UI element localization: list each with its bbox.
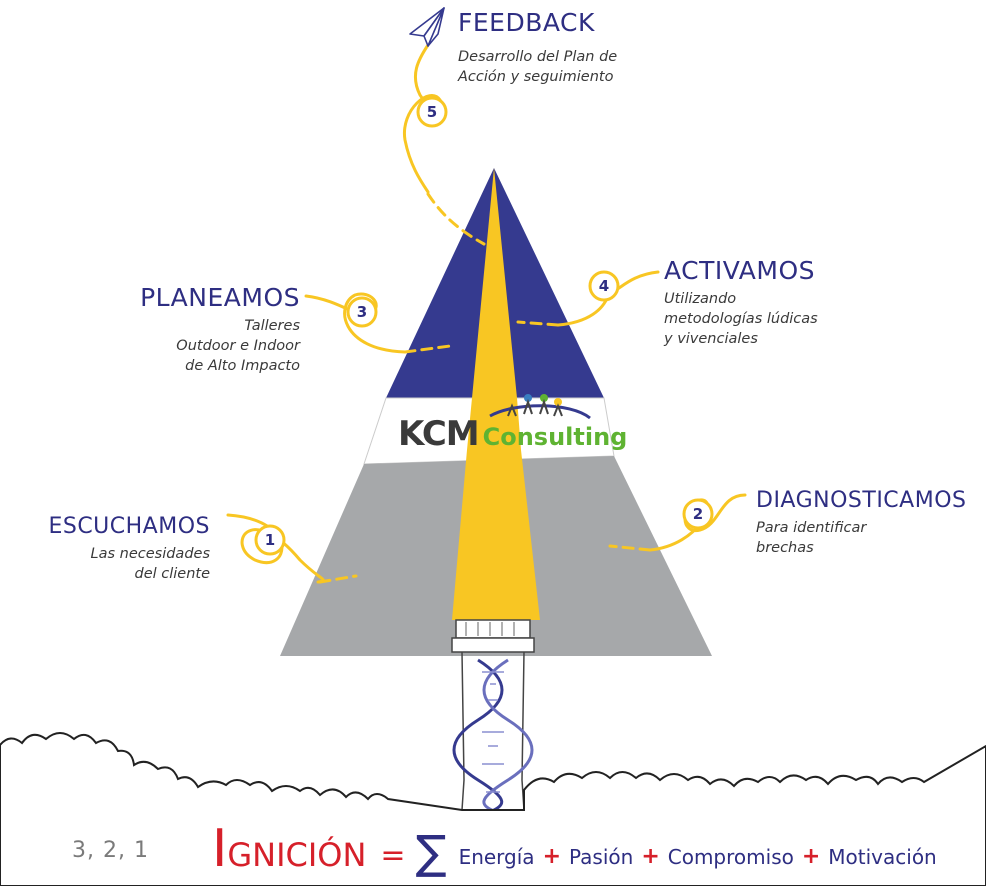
- nozzle-top: [455, 619, 531, 639]
- countdown-text: 3, 2, 1: [72, 838, 149, 863]
- svg-text:5: 5: [427, 103, 437, 121]
- ignition-rest: GNICIÓN: [227, 836, 367, 874]
- plus-sign: +: [801, 844, 821, 869]
- step-desc-line: Las necesidades: [90, 546, 210, 562]
- ignition-formula: I GNICIÓN = ∑ Energía + Pasión + Comprom…: [212, 815, 937, 875]
- step-feedback: FEEDBACK Desarrollo del Plan de Acción y…: [458, 10, 617, 87]
- step-desc-line: brechas: [756, 540, 814, 556]
- plus-sign: +: [542, 844, 561, 869]
- plus-sign: +: [641, 844, 660, 869]
- connector-5-dash: [426, 192, 486, 246]
- formula-term: Energía: [458, 845, 535, 869]
- formula-term: Motivación: [828, 845, 937, 869]
- nozzle-base: [451, 637, 535, 653]
- step-planeamos: PLANEAMOS Talleres Outdoor e Indoor de A…: [140, 285, 300, 376]
- step-desc-line: Outdoor e Indoor: [176, 338, 300, 354]
- rocket-body: [280, 168, 712, 656]
- team-people-icon: [489, 394, 591, 420]
- svg-text:1: 1: [265, 531, 275, 549]
- badge-4: 4: [588, 270, 620, 302]
- sigma-icon: ∑: [415, 825, 447, 879]
- step-desc-line: del cliente: [134, 566, 210, 582]
- ignition-initial: I: [212, 819, 228, 879]
- exhaust-tube: [461, 651, 525, 811]
- step-desc-line: Acción y seguimiento: [458, 69, 614, 85]
- step-desc-line: Para identificar: [756, 520, 867, 536]
- rocket-yellow-stripe: [452, 168, 540, 620]
- badge-1: 1: [254, 524, 286, 556]
- step-desc-line: metodologías lúdicas: [664, 311, 818, 327]
- svg-text:3: 3: [357, 303, 367, 321]
- connector-4-dash: [516, 320, 560, 327]
- svg-text:2: 2: [693, 505, 703, 523]
- badge-3: 3: [346, 296, 378, 328]
- connector-2-dash: [608, 544, 652, 552]
- step-title: DIAGNOSTICAMOS: [756, 488, 967, 513]
- smoke-clouds: [0, 732, 986, 886]
- logo-brand: KCM: [398, 414, 480, 454]
- logo-suffix: Consulting: [482, 423, 628, 451]
- badge-2: 2: [682, 498, 714, 530]
- step-desc-line: Utilizando: [664, 291, 737, 307]
- step-activamos: ACTIVAMOS Utilizando metodologías lúdica…: [664, 258, 818, 349]
- step-desc-line: y vivenciales: [664, 331, 758, 347]
- formula-term: Compromiso: [667, 845, 794, 869]
- step-title: ACTIVAMOS: [664, 256, 815, 285]
- step-desc-line: de Alto Impacto: [185, 358, 300, 374]
- step-escuchamos: ESCUCHAMOS Las necesidades del cliente: [48, 516, 210, 584]
- dna-helix-icon: [452, 658, 534, 814]
- step-diagnosticamos: DIAGNOSTICAMOS Para identificar brechas: [756, 490, 966, 558]
- step-desc-line: Desarrollo del Plan de: [458, 49, 618, 65]
- formula-term: Pasión: [569, 845, 634, 869]
- step-title: ESCUCHAMOS: [48, 514, 210, 539]
- number-badges: 1 2 3 4 5: [254, 96, 714, 556]
- step-desc-line: Talleres: [244, 318, 300, 334]
- rocket-nozzle: [451, 619, 535, 811]
- paper-plane-icon: [409, 7, 445, 47]
- step-title: FEEDBACK: [458, 8, 595, 37]
- svg-text:4: 4: [599, 277, 609, 295]
- kcm-logo: KCM Consulting: [398, 400, 627, 454]
- step-title: PLANEAMOS: [140, 283, 300, 312]
- connector-3-dash: [403, 344, 452, 354]
- equals-sign: =: [380, 838, 406, 873]
- badge-5: 5: [416, 96, 448, 128]
- connector-1-dash: [318, 574, 358, 584]
